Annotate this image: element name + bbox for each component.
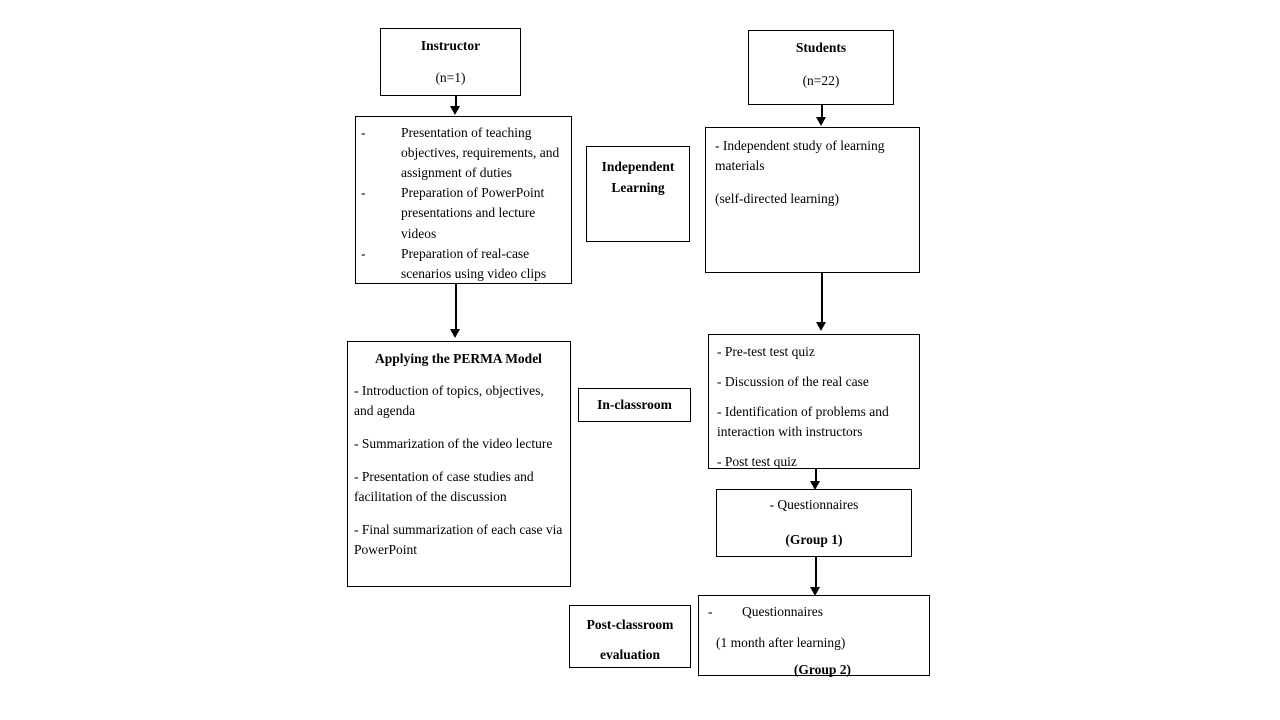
phase-label-line-1: Post-classroom	[586, 617, 674, 632]
questionnaire-2-line-2: (1 month after learning)	[716, 634, 846, 650]
questionnaire-2-text: Questionnaires	[742, 604, 823, 619]
node-instructor-tasks: - Presentation of teaching objectives, r…	[355, 116, 572, 284]
questionnaire-1-line-1: - Questionnaires	[769, 497, 859, 512]
list-item-text: Preparation of real-case scenarios using…	[401, 245, 547, 281]
questionnaire-2-line-1: - Questionnaires	[708, 602, 923, 622]
phase-label-line-1: In-classroom	[597, 397, 672, 412]
in-class-item-3: - Identification of problems and interac…	[717, 403, 889, 439]
in-class-item-2: - Discussion of the real case	[717, 373, 869, 389]
perma-item-2: - Summarization of the video lecture	[354, 435, 553, 451]
independent-study-line-2: (self-directed learning)	[715, 190, 840, 206]
node-instructor: Instructor (n=1)	[380, 28, 521, 96]
questionnaire-2-group-label: (Group 2)	[793, 661, 852, 677]
phase-label-line-1: Independent	[601, 159, 675, 174]
dash-marker: -	[361, 125, 366, 140]
instructor-heading: Instructor	[420, 38, 481, 53]
dash-marker: -	[361, 245, 366, 261]
node-perma-model: Applying the PERMA Model - Introduction …	[347, 341, 571, 587]
dash-marker: -	[708, 604, 713, 619]
perma-item-1: - Introduction of topics, objectives, an…	[354, 383, 544, 418]
phase-label-line-2: Learning	[611, 180, 665, 195]
in-class-item-4: - Post test quiz	[717, 453, 797, 469]
node-questionnaire-group-2: - Questionnaires (1 month after learning…	[698, 595, 930, 677]
students-subtext: (n=22)	[802, 73, 840, 88]
instructor-subtext: (n=1)	[435, 70, 466, 85]
node-questionnaire-group-1: - Questionnaires (Group 1)	[716, 489, 912, 557]
dash-marker: -	[361, 185, 366, 201]
list-item-text: Presentation of teaching objectives, req…	[401, 125, 560, 181]
list-item: - Preparation of PowerPoint presentation…	[361, 183, 565, 243]
node-in-class-activities: - Pre-test test quiz - Discussion of the…	[708, 334, 920, 469]
independent-study-line-1: - Independent study of learning material…	[715, 138, 885, 173]
in-class-item-1: - Pre-test test quiz	[717, 344, 815, 359]
node-students: Students (n=22)	[748, 30, 894, 105]
students-heading: Students	[795, 40, 847, 55]
instructor-tasks-list: - Presentation of teaching objectives, r…	[361, 123, 565, 284]
list-item: - Preparation of real-case scenarios usi…	[361, 244, 565, 284]
perma-heading: Applying the PERMA Model	[375, 351, 542, 366]
list-item: - Presentation of teaching objectives, r…	[361, 123, 565, 183]
list-item-text: Preparation of PowerPoint presentations …	[401, 185, 545, 241]
node-independent-study: - Independent study of learning material…	[705, 127, 920, 273]
phase-label-independent-learning: Independent Learning	[586, 146, 690, 242]
phase-label-line-2: evaluation	[599, 647, 660, 662]
phase-label-post-classroom: Post-classroom evaluation	[569, 605, 691, 668]
phase-label-in-classroom: In-classroom	[578, 388, 691, 422]
perma-item-4: - Final summarization of each case via P…	[354, 521, 563, 557]
questionnaire-1-group-label: (Group 1)	[785, 532, 843, 547]
perma-item-3: - Presentation of case studies and facil…	[354, 468, 534, 504]
